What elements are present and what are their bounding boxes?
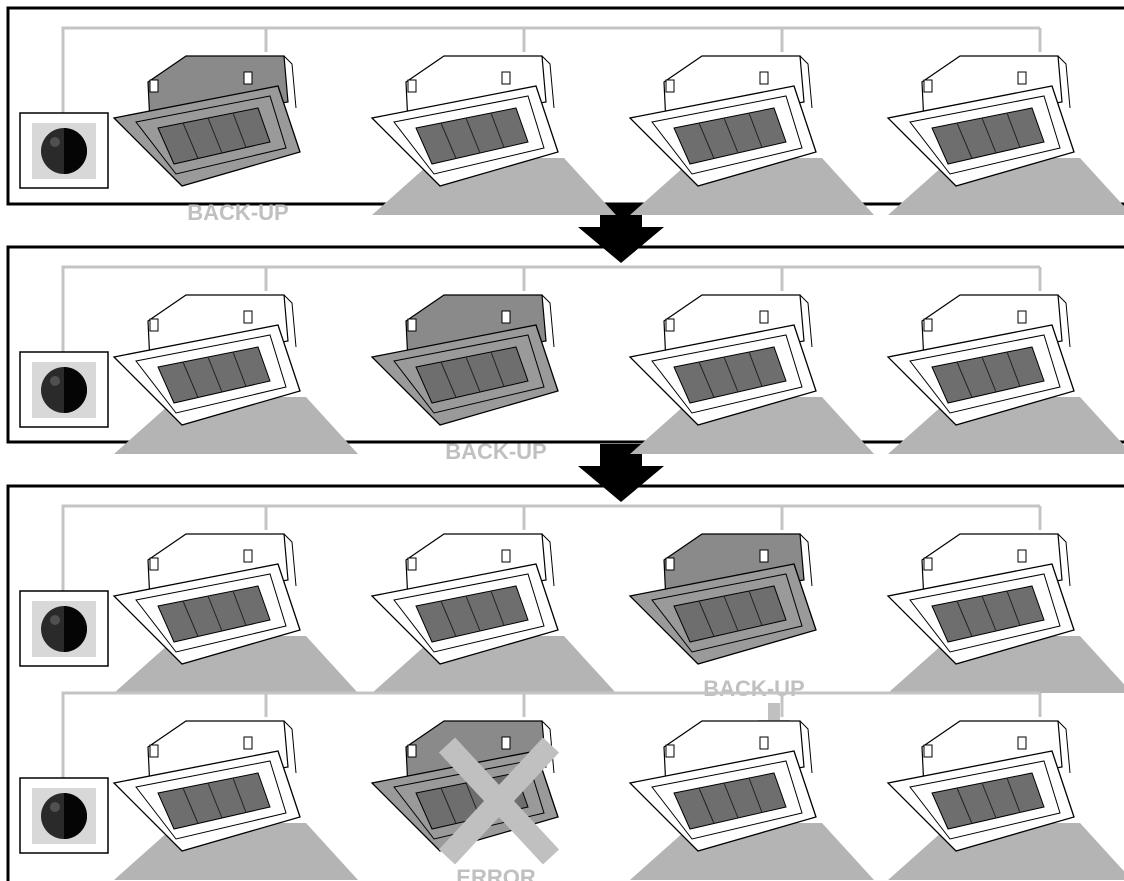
backup-label: BACK-UP	[445, 439, 546, 464]
error-label: ERROR	[456, 865, 536, 881]
remote-controller-icon	[20, 591, 108, 666]
backup-label: BACK-UP	[187, 200, 288, 225]
remote-controller-icon	[20, 778, 108, 853]
remote-controller-icon	[20, 113, 108, 188]
backup-label: BACK-UP	[703, 676, 804, 701]
remote-controller-icon	[20, 352, 108, 427]
